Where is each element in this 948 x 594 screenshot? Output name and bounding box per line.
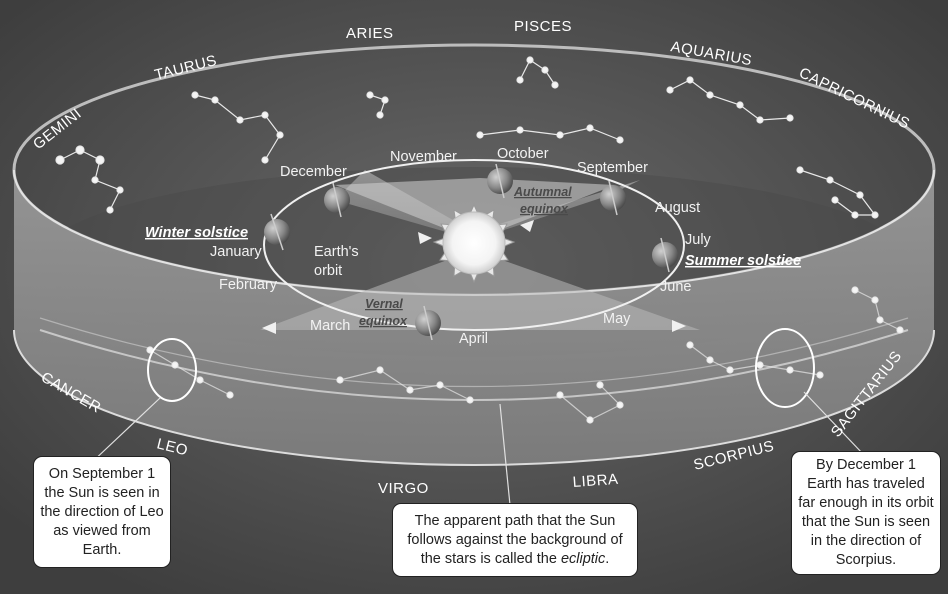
callout-scorpius: By December 1 Earth has traveled far eno…: [791, 451, 941, 575]
vernal-equinox-label-1: Vernal: [365, 297, 403, 311]
callout-ecliptic: The apparent path that the Sun follows a…: [392, 503, 638, 577]
label-may: May: [603, 311, 631, 327]
summer-solstice-label: Summer solstice: [685, 253, 801, 269]
orbit-label-line2: orbit: [314, 263, 342, 279]
label-september: September: [577, 160, 648, 176]
label-november: November: [390, 149, 457, 165]
label-libra: LIBRA: [572, 471, 619, 491]
label-june: June: [660, 279, 691, 295]
winter-solstice-label: Winter solstice: [145, 225, 248, 241]
label-january: January: [210, 244, 262, 260]
autumnal-equinox-label-1: Autumnal: [513, 185, 572, 199]
autumnal-equinox-label-2: equinox: [520, 202, 569, 216]
label-virgo: VIRGO: [378, 480, 429, 497]
label-february: February: [219, 277, 278, 293]
vernal-equinox-label-2: equinox: [359, 314, 408, 328]
callout-scorpius-text: By December 1 Earth has traveled far eno…: [798, 456, 934, 570]
label-april: April: [459, 331, 488, 347]
callout-leo-text: On September 1 the Sun is seen in the di…: [40, 465, 164, 560]
callout-ecliptic-text: The apparent path that the Sun follows a…: [399, 512, 631, 569]
label-pisces: PISCES: [514, 18, 572, 35]
callout-leo: On September 1 the Sun is seen in the di…: [33, 456, 171, 568]
orbit-label-line1: Earth's: [314, 244, 359, 260]
label-december: December: [280, 164, 347, 180]
label-october: October: [497, 146, 549, 162]
label-march: March: [310, 318, 350, 334]
ecliptic-term: ecliptic: [561, 551, 605, 567]
label-july: July: [685, 232, 712, 248]
label-august: August: [655, 200, 700, 216]
label-aries: ARIES: [346, 25, 394, 42]
